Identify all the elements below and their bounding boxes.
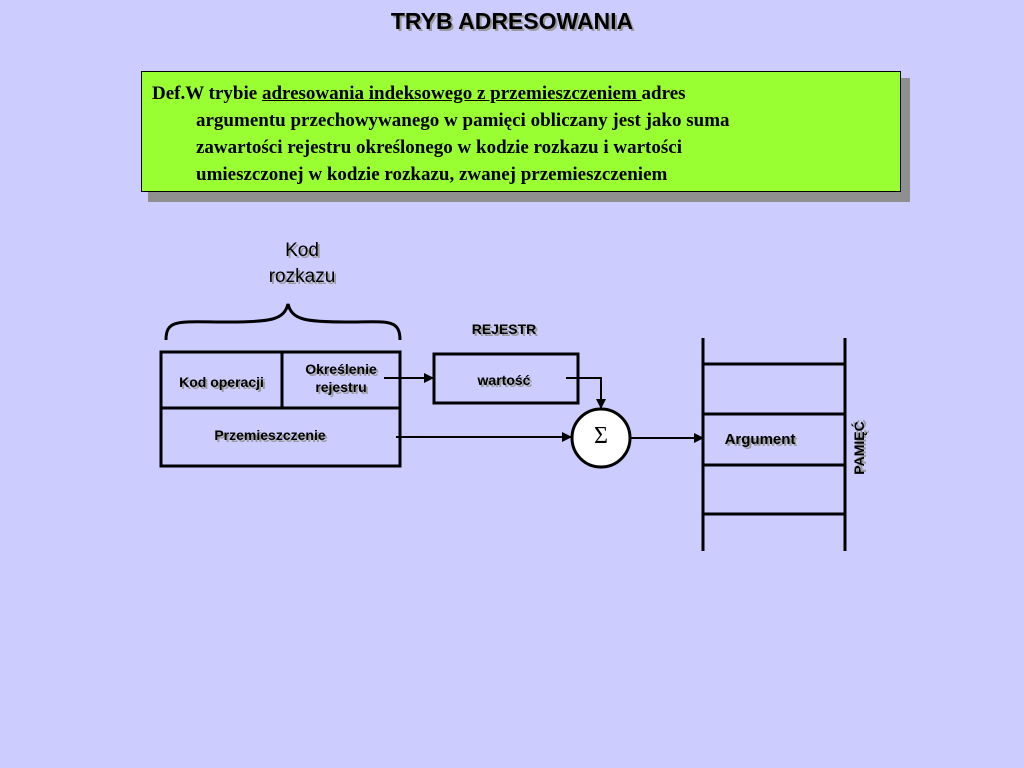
displacement-label: Przemieszczenie [214,427,326,443]
definition-box: Def.W trybie adresowania indeksowego z p… [141,71,901,192]
definition-line-2: argumentu przechowywanego w pamięci obli… [196,110,730,131]
instruction-code-label-line1: Kod [285,240,319,261]
register-spec-label: Określenie rejestru [282,360,400,396]
register-spec-label-line1: Określenie [305,361,377,377]
sum-symbol: Σ [594,423,608,449]
definition-term: adresowania indeksowego z przemieszczeni… [261,83,642,104]
definition-line-3: zawartości rejestru określonego w kodzie… [196,137,682,158]
definition-line-1: Def.W trybie adresowania indeksowego z p… [152,80,890,107]
register-value-label: wartość [477,372,531,388]
opcode-label: Kod operacji [179,374,264,390]
definition-lead: Def.W trybie [152,83,262,104]
sum-circle [570,407,632,469]
instruction-code-label-line2: rozkazu [268,266,336,287]
slide-title: TRYB ADRESOWANIA [390,8,634,34]
instruction-brace [164,303,402,341]
memory-label: PAMIĘĆ [851,421,867,475]
register-spec-label-line2: rejestru [315,379,367,395]
definition-line1-rest: adres [641,83,686,104]
arrow-register-to-sum [566,377,606,409]
argument-label: Argument [724,431,796,448]
register-label: REJESTR [471,321,537,337]
definition-line-4: umieszczonej w kodzie rozkazu, zwanej pr… [196,164,668,185]
instruction-code-label: Kod rozkazu [242,238,362,290]
